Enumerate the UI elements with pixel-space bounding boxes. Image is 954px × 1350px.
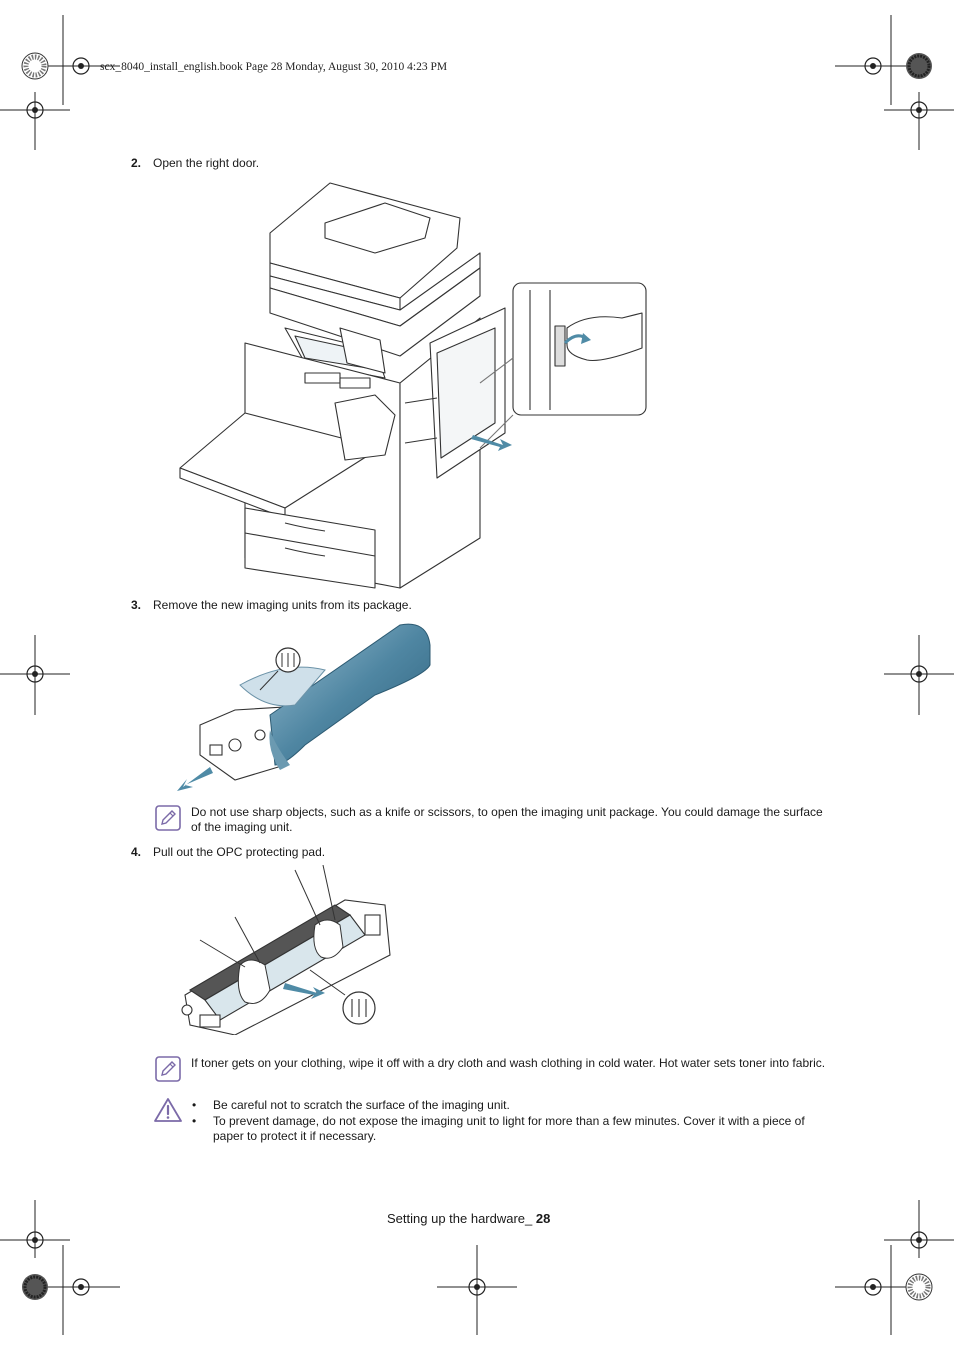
step-2: 2. Open the right door. — [131, 156, 259, 170]
warning-triangle-icon — [154, 1098, 182, 1122]
printer-right-door-illustration — [179, 182, 647, 589]
note-text: If toner gets on your clothing, wipe it … — [191, 1056, 826, 1070]
opc-protecting-pad-illustration — [181, 865, 391, 1035]
step-number: 4. — [131, 845, 142, 859]
note-pencil-icon — [155, 1056, 181, 1082]
step-text: Pull out the OPC protecting pad. — [153, 845, 326, 859]
step-4: 4. Pull out the OPC protecting pad. — [131, 845, 325, 859]
step-text: Remove the new imaging units from its pa… — [153, 598, 412, 612]
step-text: Open the right door. — [153, 156, 260, 170]
caution-item: Be careful not to scratch the surface of… — [190, 1098, 810, 1114]
footer-section: Setting up the hardware_ — [387, 1211, 533, 1226]
note-pencil-icon — [155, 805, 181, 831]
imaging-unit-package-illustration — [177, 623, 431, 791]
step-number: 2. — [131, 156, 142, 170]
step-number: 3. — [131, 598, 142, 612]
note-text: Do not use sharp objects, such as a knif… — [191, 805, 823, 834]
book-info-header: scx_8040_install_english.book Page 28 Mo… — [100, 61, 448, 73]
page-number: 28 — [535, 1211, 551, 1226]
page-footer: Setting up the hardware_ 28 — [387, 1211, 550, 1226]
caution-list: Be careful not to scratch the surface of… — [190, 1098, 810, 1145]
step-3: 3. Remove the new imaging units from its … — [131, 598, 412, 612]
caution-item: To prevent damage, do not expose the ima… — [190, 1114, 810, 1145]
